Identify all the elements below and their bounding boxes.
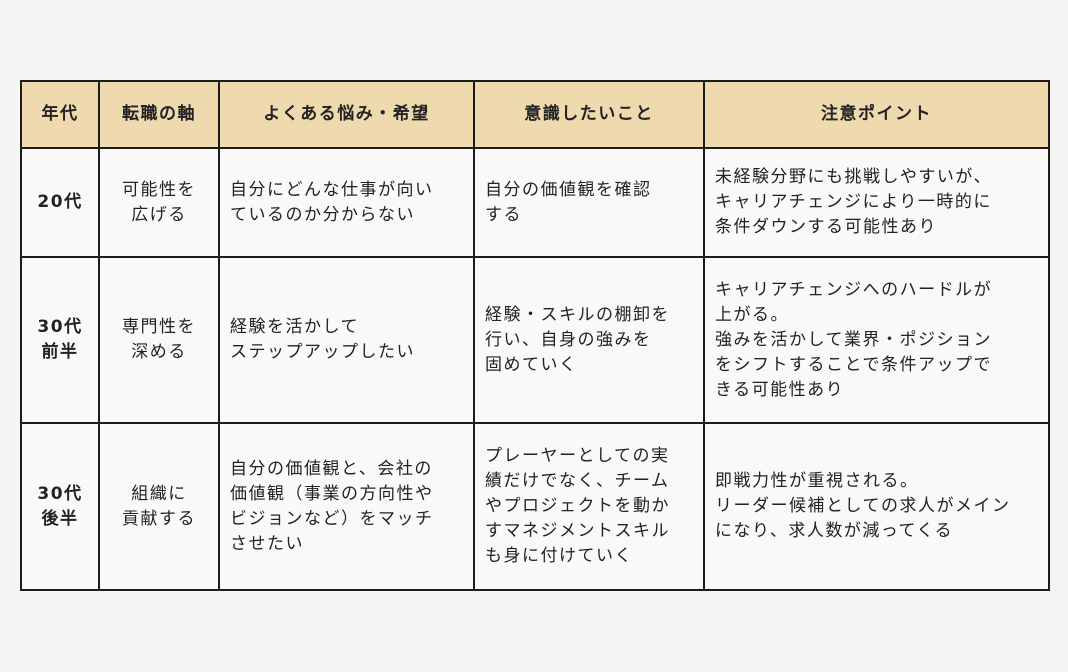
age-line: 後半 [41, 508, 79, 529]
worry-line: ているのか分からない [230, 204, 415, 225]
note-line: キャリアチェンジにより一時的に [715, 192, 992, 212]
note-line: 未経験分野にも挑戦しやすいが、 [715, 167, 992, 187]
header-worry: よくある悩み・希望 [218, 80, 475, 149]
header-age: 年代 [20, 80, 100, 149]
worry-line: ビジョンなど）をマッチ [230, 508, 434, 529]
cell-worry: 自分にどんな仕事が向いているのか分からない [218, 147, 475, 258]
axis-line: 専門性を [122, 317, 196, 337]
note-line: 条件ダウンする可能性あり [715, 217, 937, 237]
table-row: 30代後半組織に貢献する自分の価値観と、会社の価値観（事業の方向性やビジョンなど… [20, 422, 1050, 591]
note-line: きる可能性あり [715, 379, 845, 400]
career-table: 年代 転職の軸 よくある悩み・希望 意識したいこと 注意ポイント 20代可能性を… [20, 80, 1050, 591]
cell-age: 20代 [20, 147, 100, 258]
focus-line: 績だけでなく、チーム [485, 471, 670, 491]
axis-line: 貢献する [122, 508, 196, 529]
worry-line: 自分にどんな仕事が向い [230, 179, 434, 200]
cell-note: キャリアチェンジへのハードルが上がる。強みを活かして業界・ポジションをシフトする… [703, 256, 1050, 424]
header-focus: 意識したいこと [473, 80, 705, 149]
header-note: 注意ポイント [703, 80, 1050, 149]
axis-line: 組織に [131, 483, 187, 504]
cell-axis: 可能性を広げる [98, 147, 220, 258]
focus-line: する [485, 204, 522, 225]
age-line: 前半 [41, 342, 79, 362]
worry-line: ステップアップしたい [230, 342, 415, 362]
axis-line: 広げる [131, 204, 187, 225]
focus-line: やプロジェクトを動か [485, 496, 670, 516]
focus-line: すマネジメントスキル [485, 521, 670, 541]
cell-axis: 専門性を深める [98, 256, 220, 424]
cell-age: 30代前半 [20, 256, 100, 424]
cell-age: 30代後半 [20, 422, 100, 591]
cell-focus: 自分の価値観を確認する [473, 147, 705, 258]
cell-focus: プレーヤーとしての実績だけでなく、チームやプロジェクトを動かすマネジメントスキル… [473, 422, 705, 591]
age-line: 20代 [37, 192, 83, 212]
cell-note: 即戦力性が重視される。リーダー候補としての求人がメインになり、求人数が減ってくる [703, 422, 1050, 591]
note-line: 上がる。 [715, 304, 789, 325]
age-line: 30代 [37, 317, 83, 337]
cell-worry: 経験を活かしてステップアップしたい [218, 256, 475, 424]
cell-note: 未経験分野にも挑戦しやすいが、キャリアチェンジにより一時的に条件ダウンする可能性… [703, 147, 1050, 258]
note-line: 即戦力性が重視される。 [715, 471, 919, 491]
note-line: 強みを活かして業界・ポジション [715, 329, 992, 350]
worry-line: 自分の価値観と、会社の [230, 458, 433, 479]
cell-axis: 組織に貢献する [98, 422, 220, 591]
axis-line: 可能性を [122, 179, 196, 200]
focus-line: 経験・スキルの棚卸を [485, 304, 670, 325]
header-row: 年代 転職の軸 よくある悩み・希望 意識したいこと 注意ポイント [20, 80, 1050, 149]
note-line: をシフトすることで条件アップで [715, 354, 992, 375]
focus-line: 固めていく [485, 354, 578, 375]
focus-line: 行い、自身の強みを [485, 329, 652, 350]
worry-line: させたい [230, 533, 304, 554]
worry-line: 価値観（事業の方向性や [230, 483, 434, 504]
focus-line: プレーヤーとしての実 [485, 446, 670, 466]
table-row: 20代可能性を広げる自分にどんな仕事が向いているのか分からない自分の価値観を確認… [20, 147, 1050, 258]
table-row: 30代前半専門性を深める経験を活かしてステップアップしたい経験・スキルの棚卸を行… [20, 256, 1050, 424]
age-line: 30代 [37, 483, 83, 504]
worry-line: 経験を活かして [230, 317, 359, 337]
note-line: リーダー候補としての求人がメイン [715, 496, 1011, 516]
cell-focus: 経験・スキルの棚卸を行い、自身の強みを固めていく [473, 256, 705, 424]
focus-line: も身に付けていく [485, 546, 633, 566]
axis-line: 深める [131, 342, 187, 362]
cell-worry: 自分の価値観と、会社の価値観（事業の方向性やビジョンなど）をマッチさせたい [218, 422, 475, 591]
focus-line: 自分の価値観を確認 [485, 179, 652, 200]
note-line: キャリアチェンジへのハードルが [715, 279, 993, 300]
note-line: になり、求人数が減ってくる [715, 521, 954, 541]
header-axis: 転職の軸 [98, 80, 220, 149]
